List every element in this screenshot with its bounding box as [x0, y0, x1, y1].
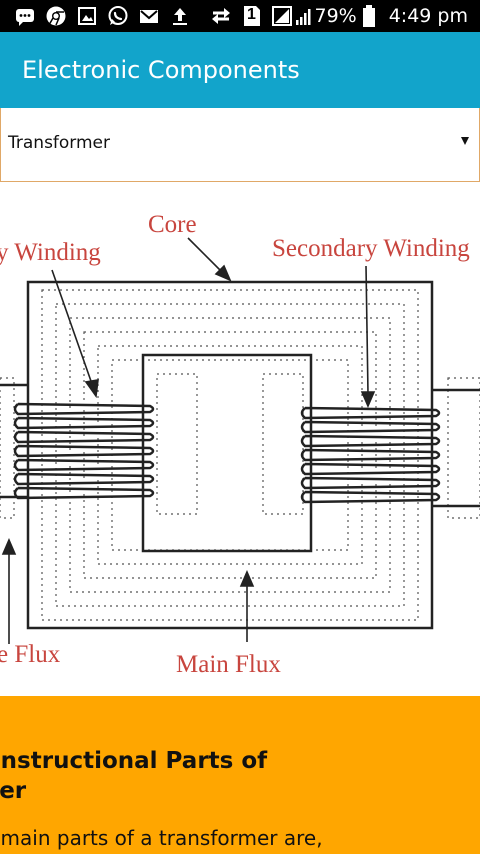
app-title: Electronic Components — [22, 56, 300, 84]
clock: 4:49 pm — [388, 5, 468, 27]
transformer-diagram: Core y Winding Secondary Winding e Flux … — [0, 182, 480, 696]
app-bar: Electronic Components — [0, 32, 480, 108]
section-heading-line1: Constructional Parts of — [0, 748, 268, 774]
label-primary-winding: y Winding — [0, 239, 101, 266]
gallery-icon — [76, 5, 98, 27]
transformer-diagram-svg: Core y Winding Secondary Winding e Flux … — [0, 211, 480, 678]
battery-icon — [362, 5, 376, 27]
section-heading-line2: Transformer — [0, 778, 27, 804]
whatsapp-icon — [107, 5, 129, 27]
status-bar: 1 79% 4:49 pm — [0, 0, 480, 32]
component-spinner[interactable]: Transformer — [0, 108, 480, 182]
chrome-icon — [45, 5, 67, 27]
section-heading: Constructional Parts of Transformer — [0, 746, 480, 806]
dropdown-arrow-icon — [461, 137, 469, 145]
label-main-flux: Main Flux — [176, 651, 281, 678]
gmail-icon — [138, 5, 160, 27]
label-secondary-winding: Secondary Winding — [272, 235, 470, 262]
upload-icon — [169, 5, 191, 27]
battery-percent: 79% — [314, 5, 357, 27]
sim-label: 1 — [247, 6, 256, 23]
sim-1-icon: 1 — [241, 5, 263, 27]
label-core: Core — [148, 211, 197, 238]
data-transfer-icon — [210, 5, 232, 27]
section-body-text: The main parts of a transformer are, — [0, 826, 323, 850]
messenger-icon — [14, 5, 36, 27]
signal-icon — [272, 5, 312, 27]
notification-icons: 1 — [14, 5, 312, 27]
content-card: Constructional Parts of Transformer The … — [0, 696, 480, 854]
status-right: 79% 4:49 pm — [314, 4, 468, 28]
label-leakage-flux: e Flux — [0, 641, 61, 668]
spinner-selected-value: Transformer — [8, 133, 111, 153]
